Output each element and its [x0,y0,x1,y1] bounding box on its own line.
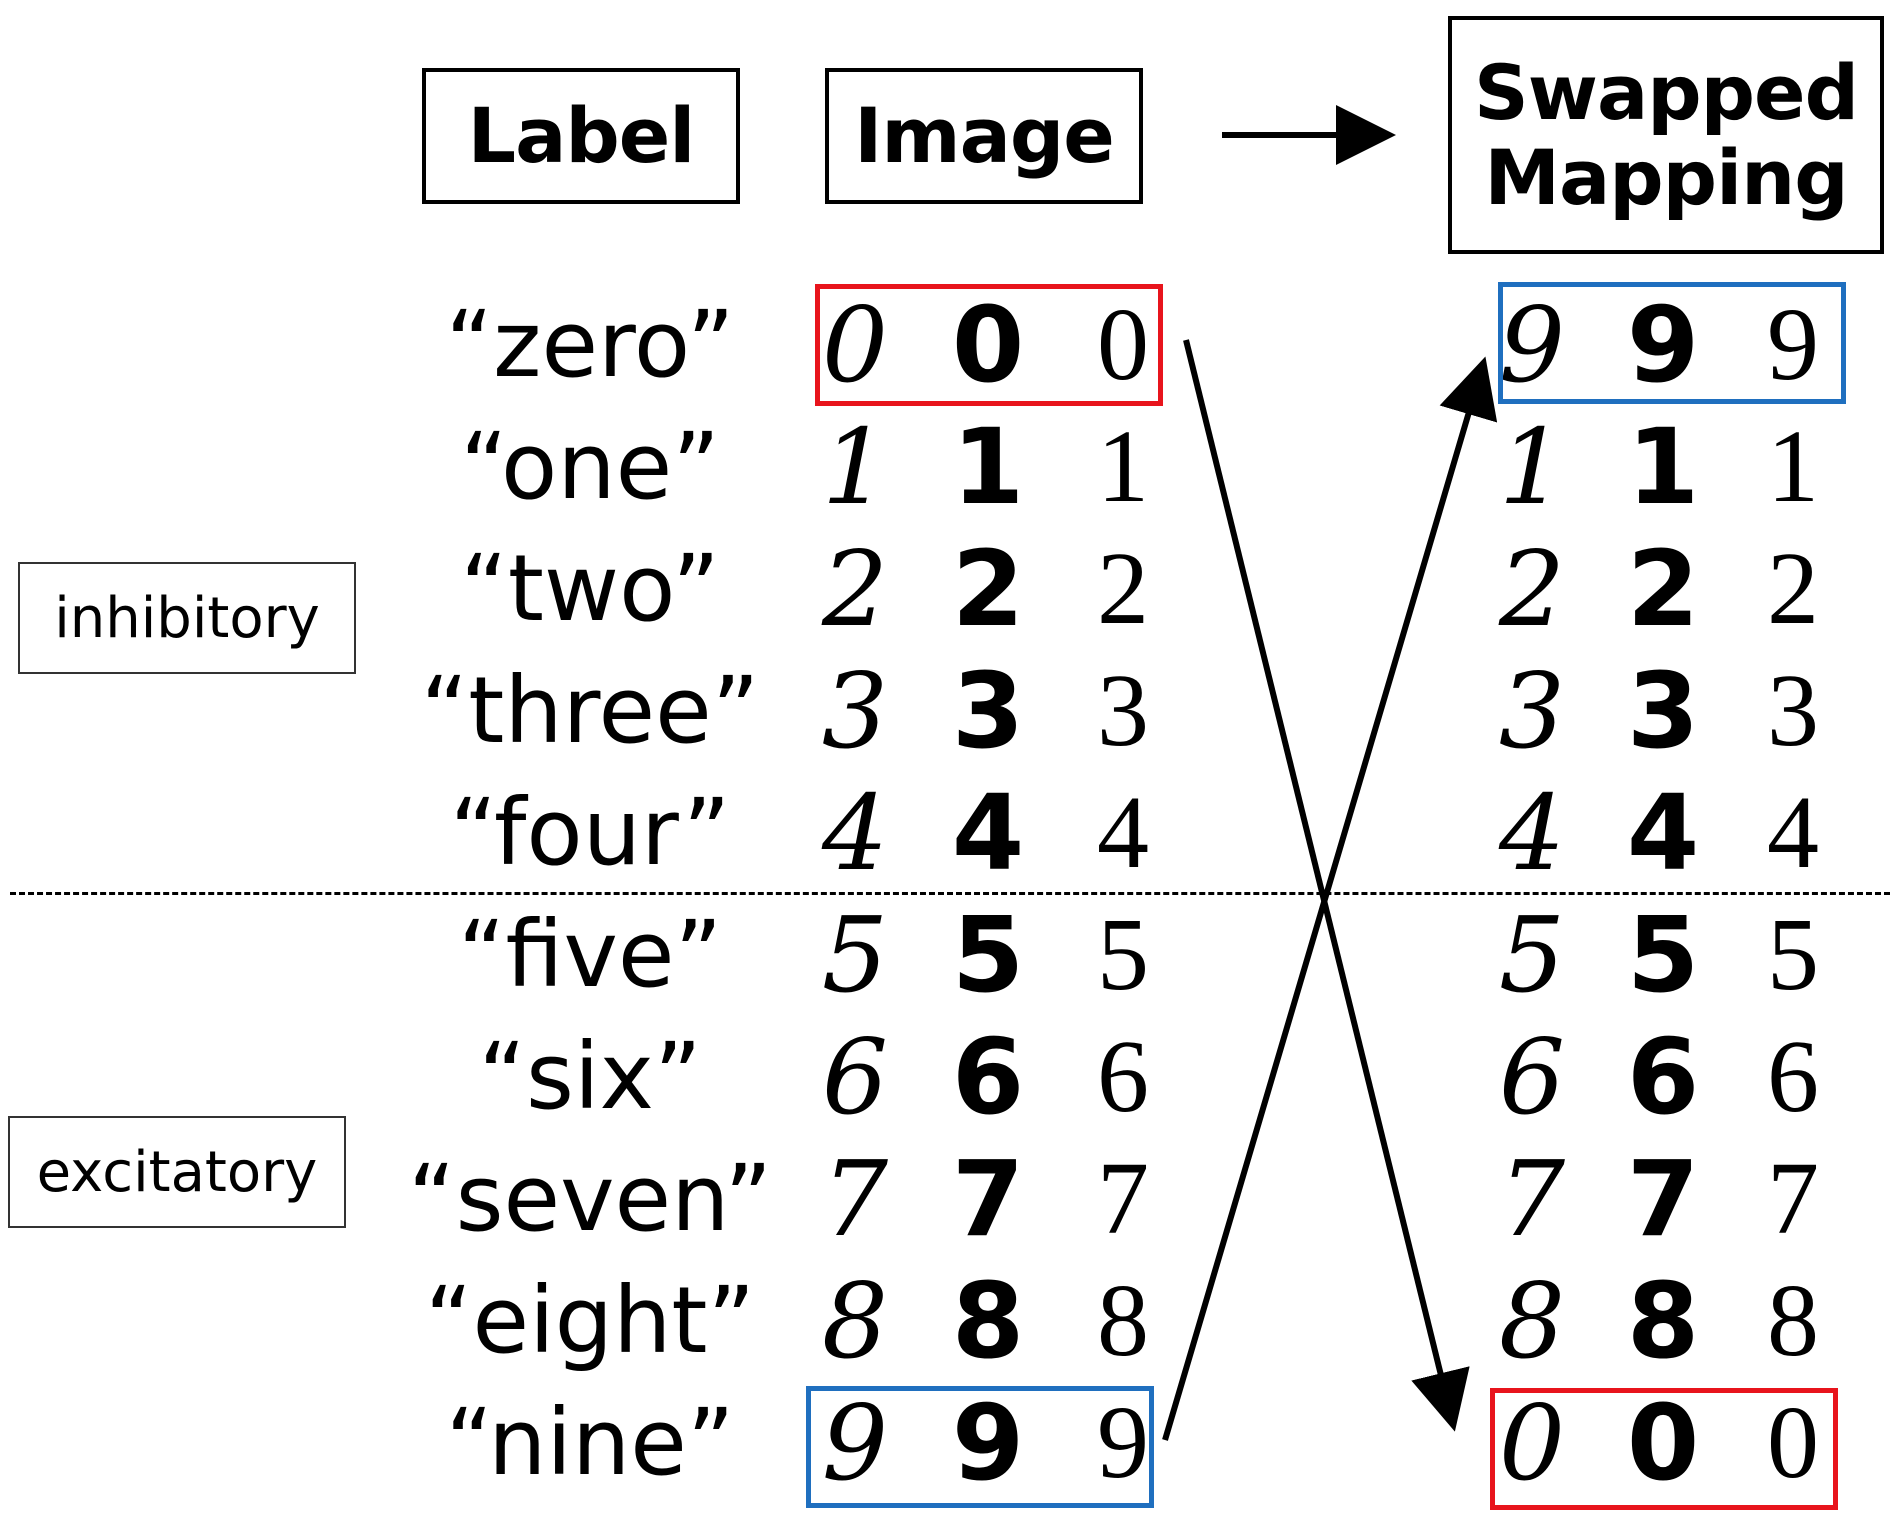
image-digit: 7 [1097,1141,1149,1256]
row-label: “three” [420,657,760,764]
image-digit: 7 [821,1138,889,1260]
swapped-digit: 3 [1498,650,1566,772]
swapped-digit: 4 [1498,772,1566,894]
image-digit: 6 [1097,1019,1149,1134]
zero-image-highlight [815,284,1163,406]
group-divider [10,892,1890,895]
row-label: “zero” [445,291,735,398]
inhibitory-text: inhibitory [54,585,320,651]
image-digit: 0 [951,284,1025,406]
image-digit: 3 [1097,653,1149,768]
image-digit: 9 [821,1382,889,1504]
swapped-digit: 8 [1498,1260,1566,1382]
image-header: Image [825,68,1143,204]
swapped-digit: 8 [1767,1263,1819,1378]
swapped-digit: 9 [1626,284,1700,406]
image-digit: 6 [951,1016,1025,1138]
image-digit: 4 [821,772,889,894]
image-digit: 2 [821,528,889,650]
image-digit: 1 [821,406,889,528]
row-label: “one” [460,413,720,520]
swapped-digit: 7 [1767,1141,1819,1256]
row-label: “eight” [424,1267,756,1374]
image-digit: 1 [951,406,1025,528]
swapped-nine-highlight [1498,282,1846,404]
row-label: “nine” [445,1389,735,1496]
inhibitory-group-label: inhibitory [18,562,356,674]
swapped-digit: 3 [1626,650,1700,772]
swapped-digit: 1 [1767,409,1819,524]
excitatory-group-label: excitatory [8,1116,346,1228]
image-digit: 7 [951,1138,1025,1260]
row-label: “two” [460,535,720,642]
swapped-digit: 1 [1626,406,1700,528]
image-digit: 9 [951,1382,1025,1504]
image-digit: 6 [821,1016,889,1138]
swapped-digit: 9 [1498,284,1566,406]
row-label: “five” [457,901,723,1008]
image-digit: 3 [951,650,1025,772]
nine-image-highlight [806,1386,1154,1508]
image-digit: 2 [951,528,1025,650]
swapped-digit: 1 [1498,406,1566,528]
swapped-digit: 2 [1626,528,1700,650]
excitatory-text: excitatory [36,1139,318,1205]
swapped-digit: 5 [1498,894,1566,1016]
image-digit: 4 [951,772,1025,894]
swapped-digit: 6 [1626,1016,1700,1138]
row-label: “four” [449,779,731,886]
image-digit: 5 [951,894,1025,1016]
row-label: “seven” [407,1145,773,1252]
image-digit: 0 [821,284,889,406]
swapped-digit: 8 [1626,1260,1700,1382]
image-digit: 8 [821,1260,889,1382]
image-digit: 4 [1097,775,1149,890]
swapped-digit: 2 [1498,528,1566,650]
image-digit: 8 [1097,1263,1149,1378]
swapped-digit: 4 [1767,775,1819,890]
image-digit: 5 [821,894,889,1016]
image-digit: 1 [1097,409,1149,524]
swapped-zero-highlight [1490,1388,1838,1510]
image-digit: 3 [821,650,889,772]
image-digit: 0 [1097,287,1149,402]
swapped-digit: 4 [1626,772,1700,894]
swapped-digit: 7 [1626,1138,1700,1260]
swapped-digit: 3 [1767,653,1819,768]
row-label: “six” [478,1023,702,1130]
swapped-digit: 5 [1767,897,1819,1012]
zero-to-swapped-arrow [1183,339,1470,1432]
nine-to-swapped-arrow [1162,356,1498,1441]
swapped-header-line2: Mapping [1484,133,1848,222]
label-header-text: Label [467,91,696,181]
image-digit: 2 [1097,531,1149,646]
swapped-digit: 0 [1626,1382,1700,1504]
swapped-mapping-header: Swapped Mapping [1448,16,1884,254]
image-digit: 8 [951,1260,1025,1382]
image-digit: 5 [1097,897,1149,1012]
swapped-digit: 0 [1767,1385,1819,1500]
swapped-digit: 9 [1767,287,1819,402]
swapped-digit: 7 [1498,1138,1566,1260]
swapped-digit: 6 [1498,1016,1566,1138]
image-header-text: Image [854,91,1115,181]
swapped-digit: 2 [1767,531,1819,646]
swapped-digit: 5 [1626,894,1700,1016]
swapped-digit: 0 [1498,1382,1566,1504]
label-header: Label [422,68,740,204]
swapped-digit: 6 [1767,1019,1819,1134]
swapped-header-line1: Swapped [1474,47,1859,137]
image-digit: 9 [1097,1385,1149,1500]
